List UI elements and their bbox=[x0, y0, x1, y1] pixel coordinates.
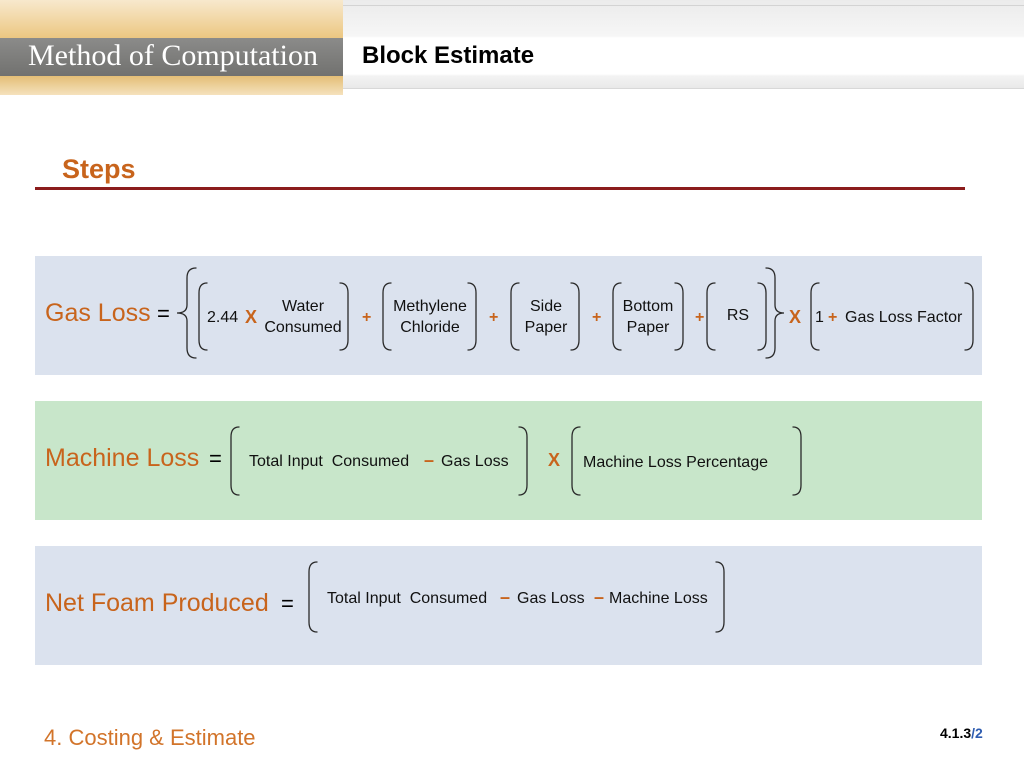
factor-one: 1 bbox=[815, 309, 824, 326]
term-line-1: Bottom bbox=[622, 298, 674, 315]
plus-sign: + bbox=[695, 309, 705, 326]
equals-sign: = bbox=[281, 591, 294, 616]
term-line-1: Water bbox=[281, 298, 325, 315]
term-line-2: Paper bbox=[626, 319, 670, 336]
header-gray-band bbox=[0, 38, 343, 76]
footer-chapter: 4. Costing & Estimate bbox=[44, 725, 256, 750]
formula-term-gas-loss-factor: Gas Loss Factor bbox=[845, 309, 963, 326]
slide-number-current: 4.1.3 bbox=[940, 725, 972, 741]
plus-sign: + bbox=[592, 309, 602, 326]
slide-title: Block Estimate bbox=[362, 42, 535, 69]
formula-term-gas-loss: Gas Loss bbox=[441, 453, 509, 470]
plus-sign: + bbox=[489, 309, 499, 326]
term-line-1: RS bbox=[726, 307, 750, 324]
multiply-sign: X bbox=[789, 307, 802, 327]
gas-loss-label: Gas Loss bbox=[45, 299, 151, 327]
formula-term-rs: RS bbox=[688, 305, 788, 326]
slide-number-total: /2 bbox=[971, 725, 983, 741]
formula-term-total-input: Total Input Consumed bbox=[327, 590, 488, 607]
formula-term-machine-loss: Machine Loss bbox=[609, 590, 708, 607]
term-line-1: Side bbox=[529, 298, 563, 315]
machine-loss-label: Machine Loss bbox=[45, 444, 200, 472]
formula-term-water-consumed: Water Consumed bbox=[253, 296, 353, 338]
steps-heading: Steps bbox=[62, 154, 136, 184]
plus-sign: + bbox=[362, 309, 372, 326]
minus-sign: – bbox=[424, 450, 435, 470]
header-gold-block-bottom bbox=[0, 76, 343, 95]
formula-term-side-paper: Side Paper bbox=[496, 296, 596, 338]
multiply-sign: X bbox=[245, 307, 258, 327]
term-line-2: Chloride bbox=[400, 319, 460, 336]
formula-term-total-input: Total Input Consumed bbox=[249, 453, 410, 470]
plus-sign: + bbox=[828, 309, 838, 326]
formula-term-gas-loss: Gas Loss bbox=[517, 590, 585, 607]
net-foam-label: Net Foam Produced bbox=[45, 589, 269, 617]
machine-loss-panel bbox=[35, 401, 982, 520]
formula-term-methylene-chloride: Methylene Chloride bbox=[380, 296, 480, 338]
equals-sign: = bbox=[209, 446, 222, 471]
minus-sign: – bbox=[500, 587, 511, 607]
coefficient: 2.44 bbox=[207, 309, 239, 326]
header-top-line bbox=[0, 5, 1024, 6]
multiply-sign: X bbox=[548, 450, 561, 470]
header-gold-block-top bbox=[0, 0, 343, 38]
term-line-2: Paper bbox=[524, 319, 568, 336]
net-foam-panel bbox=[35, 546, 982, 665]
slide-number: 4.1.3/2 bbox=[940, 724, 983, 742]
term-line-2: Consumed bbox=[264, 319, 342, 336]
term-line-1: Methylene bbox=[393, 298, 467, 315]
formula-term-bottom-paper: Bottom Paper bbox=[598, 296, 698, 338]
section-title: Method of Computation bbox=[28, 39, 318, 72]
equals-sign: = bbox=[157, 301, 170, 326]
minus-sign: – bbox=[594, 587, 605, 607]
heading-underline bbox=[35, 187, 965, 190]
formula-term-machine-loss-percentage: Machine Loss Percentage bbox=[583, 454, 768, 471]
